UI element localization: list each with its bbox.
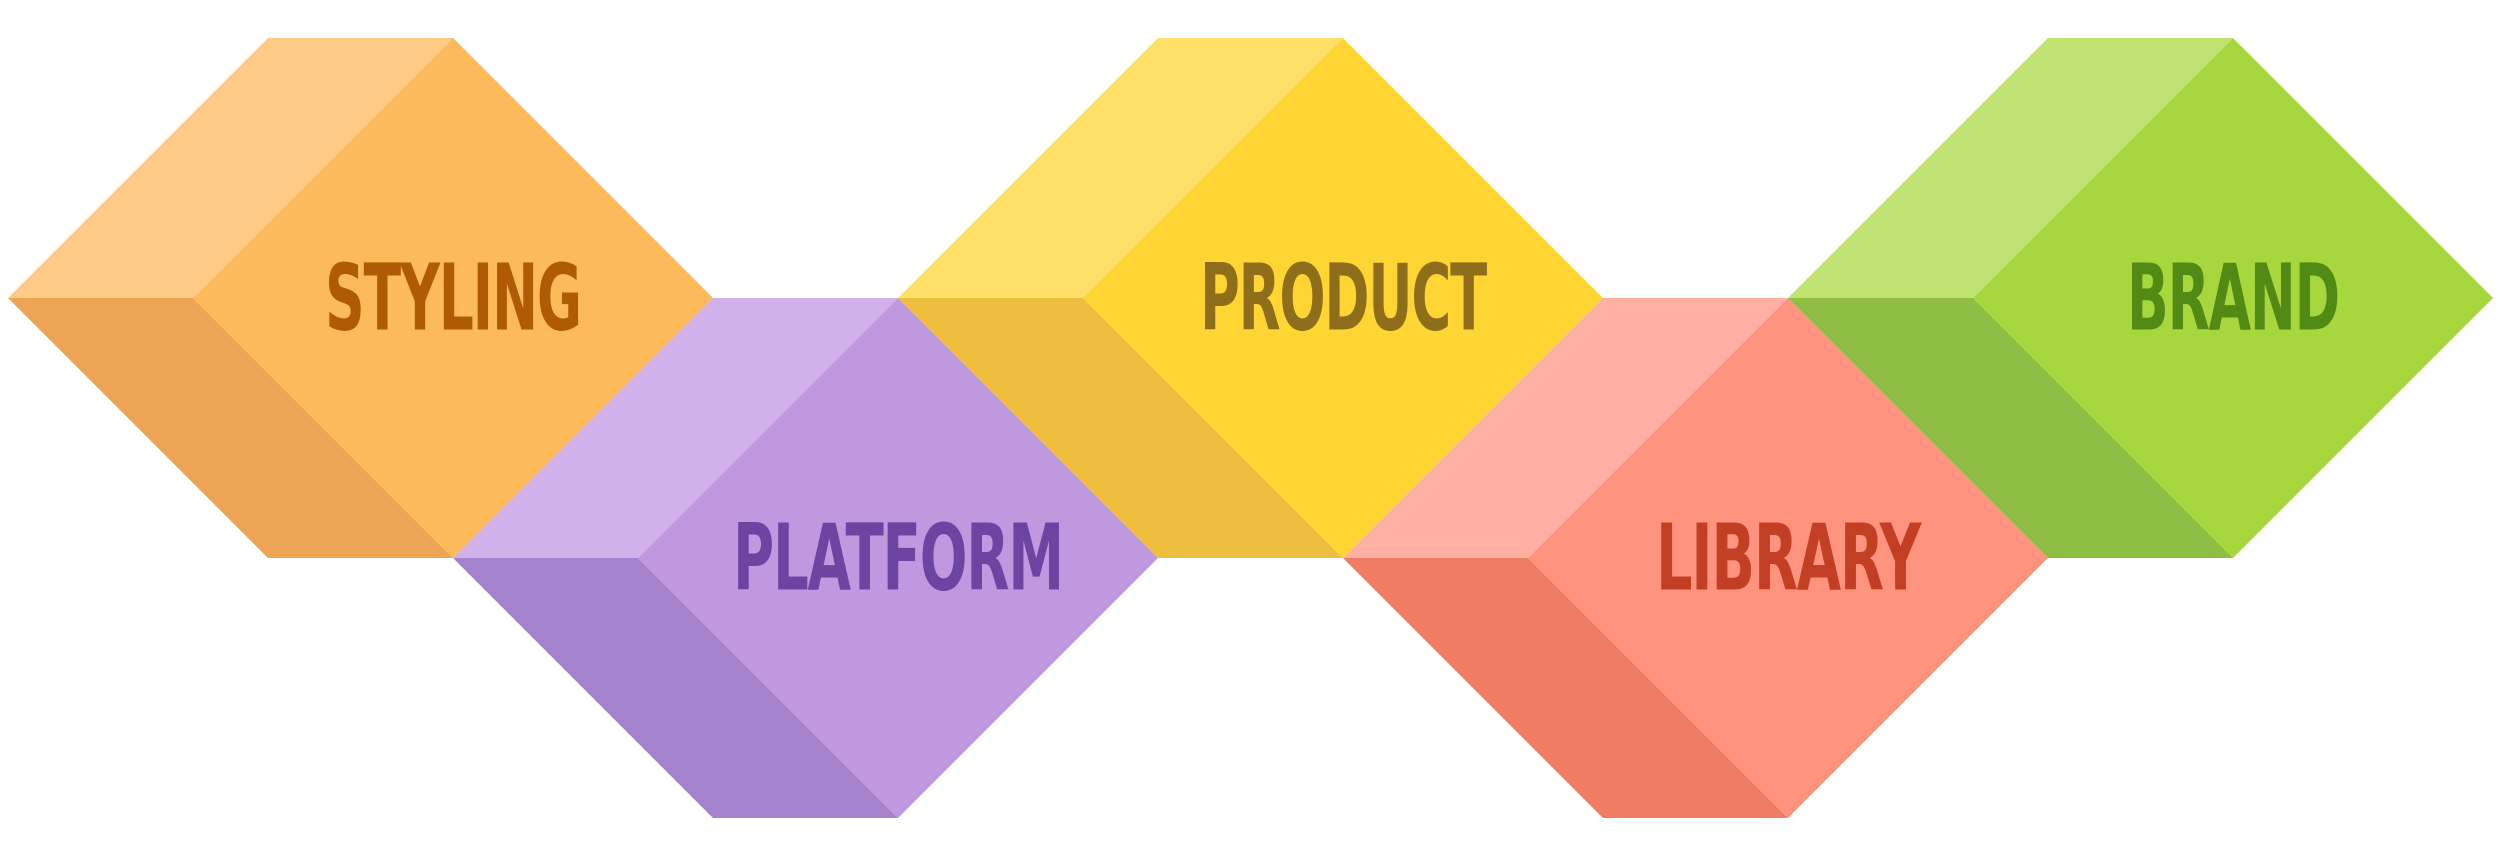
hexagon-platform-shadow-face <box>453 558 898 818</box>
hexagon-platform-label: PLATFORM <box>733 505 1063 612</box>
hexagon-brand-light-face <box>1788 38 2233 298</box>
hexagon-styling-light-face <box>8 38 453 298</box>
hexagon-product-light-face <box>898 38 1343 298</box>
hexagon-product-shadow-face <box>898 298 1343 558</box>
hexagon-library-label: LIBRARY <box>1656 505 1922 612</box>
hexagon-platform-light-face <box>453 298 898 558</box>
hexagon-brand-main-face <box>1973 38 2493 558</box>
hexagon-styling-shadow-face <box>8 298 453 558</box>
hexagon-brand-label: BRAND <box>2127 245 2339 352</box>
hexagon-library-shadow-face <box>1343 558 1788 818</box>
hexagon-brand: BRAND <box>1788 38 2493 558</box>
hexagon-brand-shadow-face <box>1788 298 2233 558</box>
hexagon-product-label: PRODUCT <box>1200 245 1487 352</box>
hexagon-library-light-face <box>1343 298 1788 558</box>
hexagon-styling-label: STYLING <box>325 245 581 352</box>
